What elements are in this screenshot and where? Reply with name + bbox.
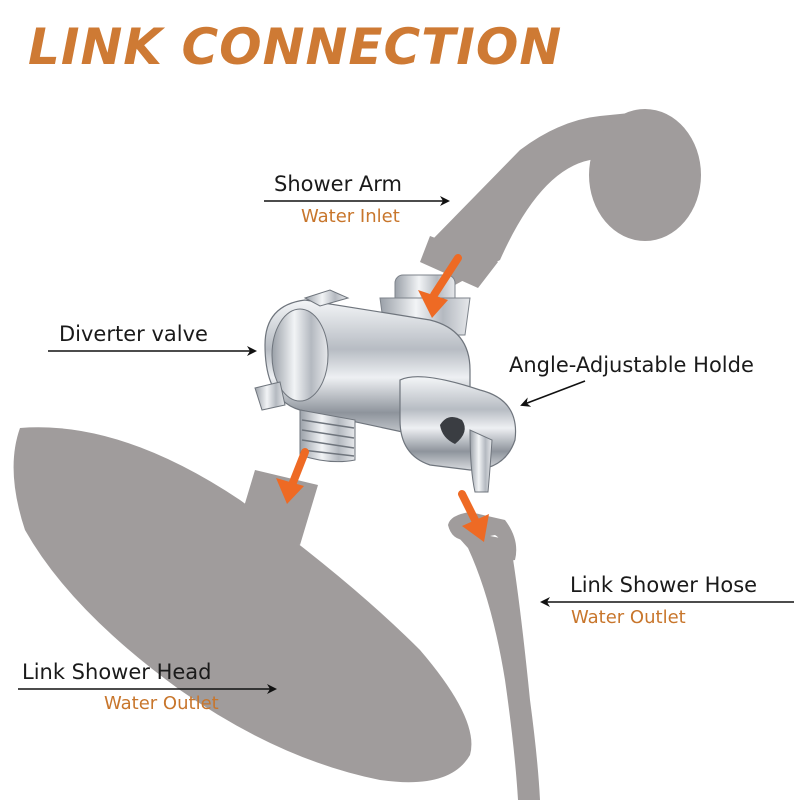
holder-pointer [520, 380, 586, 407]
shower-head-label: Link Shower Head [22, 660, 212, 684]
flow-arrow-hose-outlet [458, 490, 489, 542]
diagram-title: LINK CONNECTION [28, 18, 563, 76]
diverter-valve-label: Diverter valve [59, 322, 208, 346]
shower-hose-flow-label: Water Outlet [571, 607, 686, 628]
shower-hose-label: Link Shower Hose [570, 573, 758, 597]
shower-arm-label: Shower Arm [274, 172, 402, 196]
flow-arrow-inlet [418, 254, 462, 318]
flow-arrow-head-outlet [276, 448, 309, 504]
shower-arm-flow-label: Water Inlet [301, 206, 400, 227]
diverter-valve [254, 274, 517, 493]
holder-label: Angle-Adjustable Holde [509, 353, 754, 377]
shower-head-flow-label: Water Outlet [104, 693, 219, 714]
shower-arm-silhouette [420, 109, 701, 288]
shower-head-silhouette [13, 427, 472, 783]
